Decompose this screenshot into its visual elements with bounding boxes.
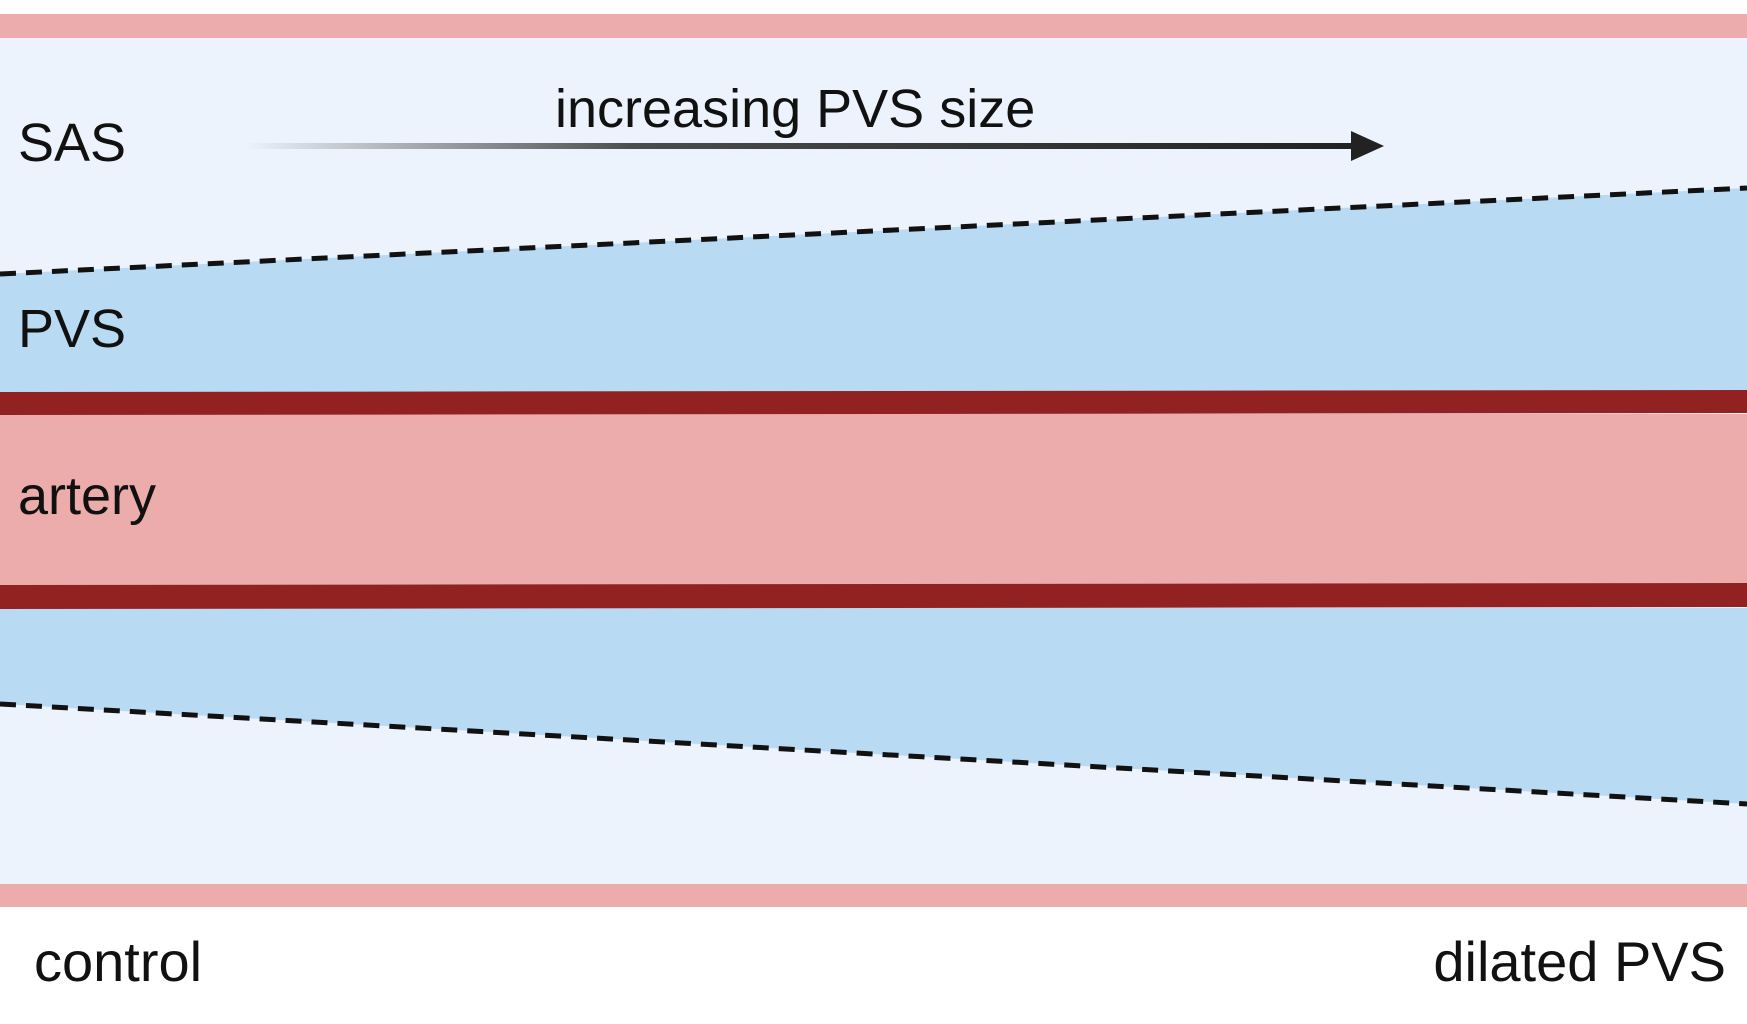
pvs-outer-boundary-upper: [0, 185, 1747, 277]
artery-wall-lower: [0, 583, 1747, 609]
top-boundary: [0, 14, 1747, 38]
arrow-label: increasing PVS size: [555, 79, 1036, 139]
artery-label: artery: [18, 466, 157, 526]
control-label: control: [34, 930, 203, 993]
pvs-region-lower: [0, 608, 1747, 804]
artery-lumen: [0, 414, 1747, 585]
dilated-pvs-label: dilated PVS: [1433, 930, 1726, 993]
bottom-boundary: [0, 884, 1747, 907]
sas-label: SAS: [18, 113, 127, 173]
artery-wall-upper: [0, 390, 1747, 415]
arrow-head-icon: [1351, 131, 1384, 161]
pvs-outer-boundary-lower: [0, 701, 1747, 807]
pvs-region-upper: [0, 188, 1747, 392]
pvs-label: PVS: [18, 299, 127, 359]
